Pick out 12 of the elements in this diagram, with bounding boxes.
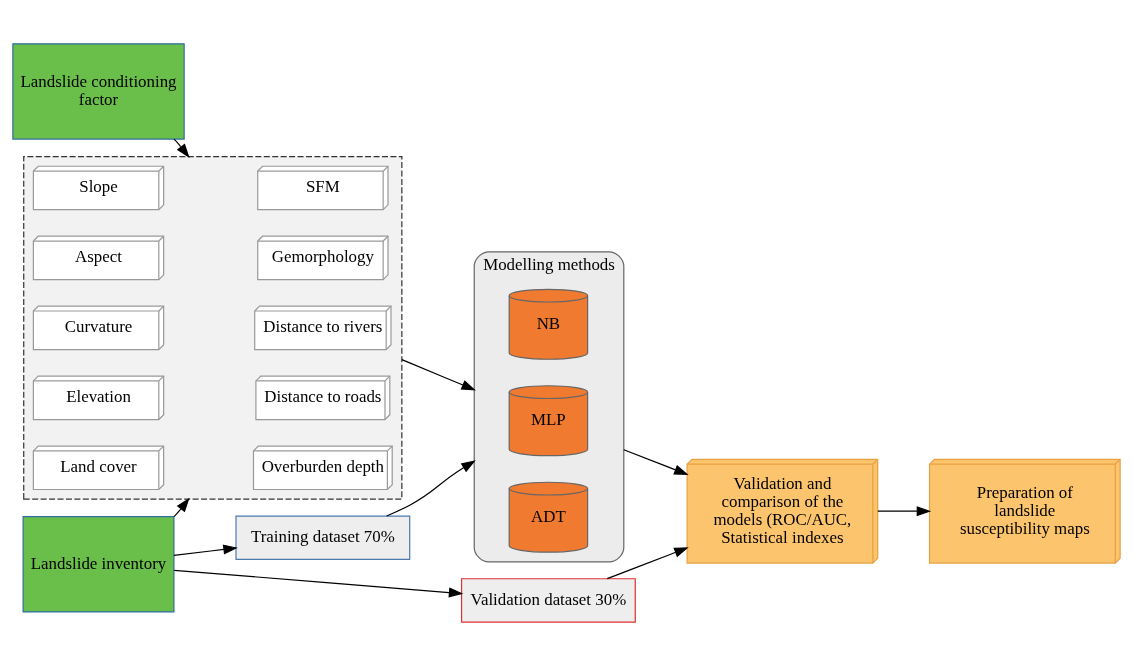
cluster xyxy=(23,155,403,500)
arrow xyxy=(173,543,238,556)
arrow xyxy=(173,569,464,598)
node-box: Training dataset 70% xyxy=(235,514,411,560)
arrow xyxy=(173,497,190,517)
node-box: Landslide inventory xyxy=(22,515,175,613)
arrow xyxy=(623,448,689,475)
arrow xyxy=(877,505,932,516)
node-box: Validation dataset 30% xyxy=(460,577,636,623)
arrow xyxy=(173,138,190,158)
arrow xyxy=(401,358,476,391)
node-box: Landslide conditioning factor xyxy=(12,42,185,140)
